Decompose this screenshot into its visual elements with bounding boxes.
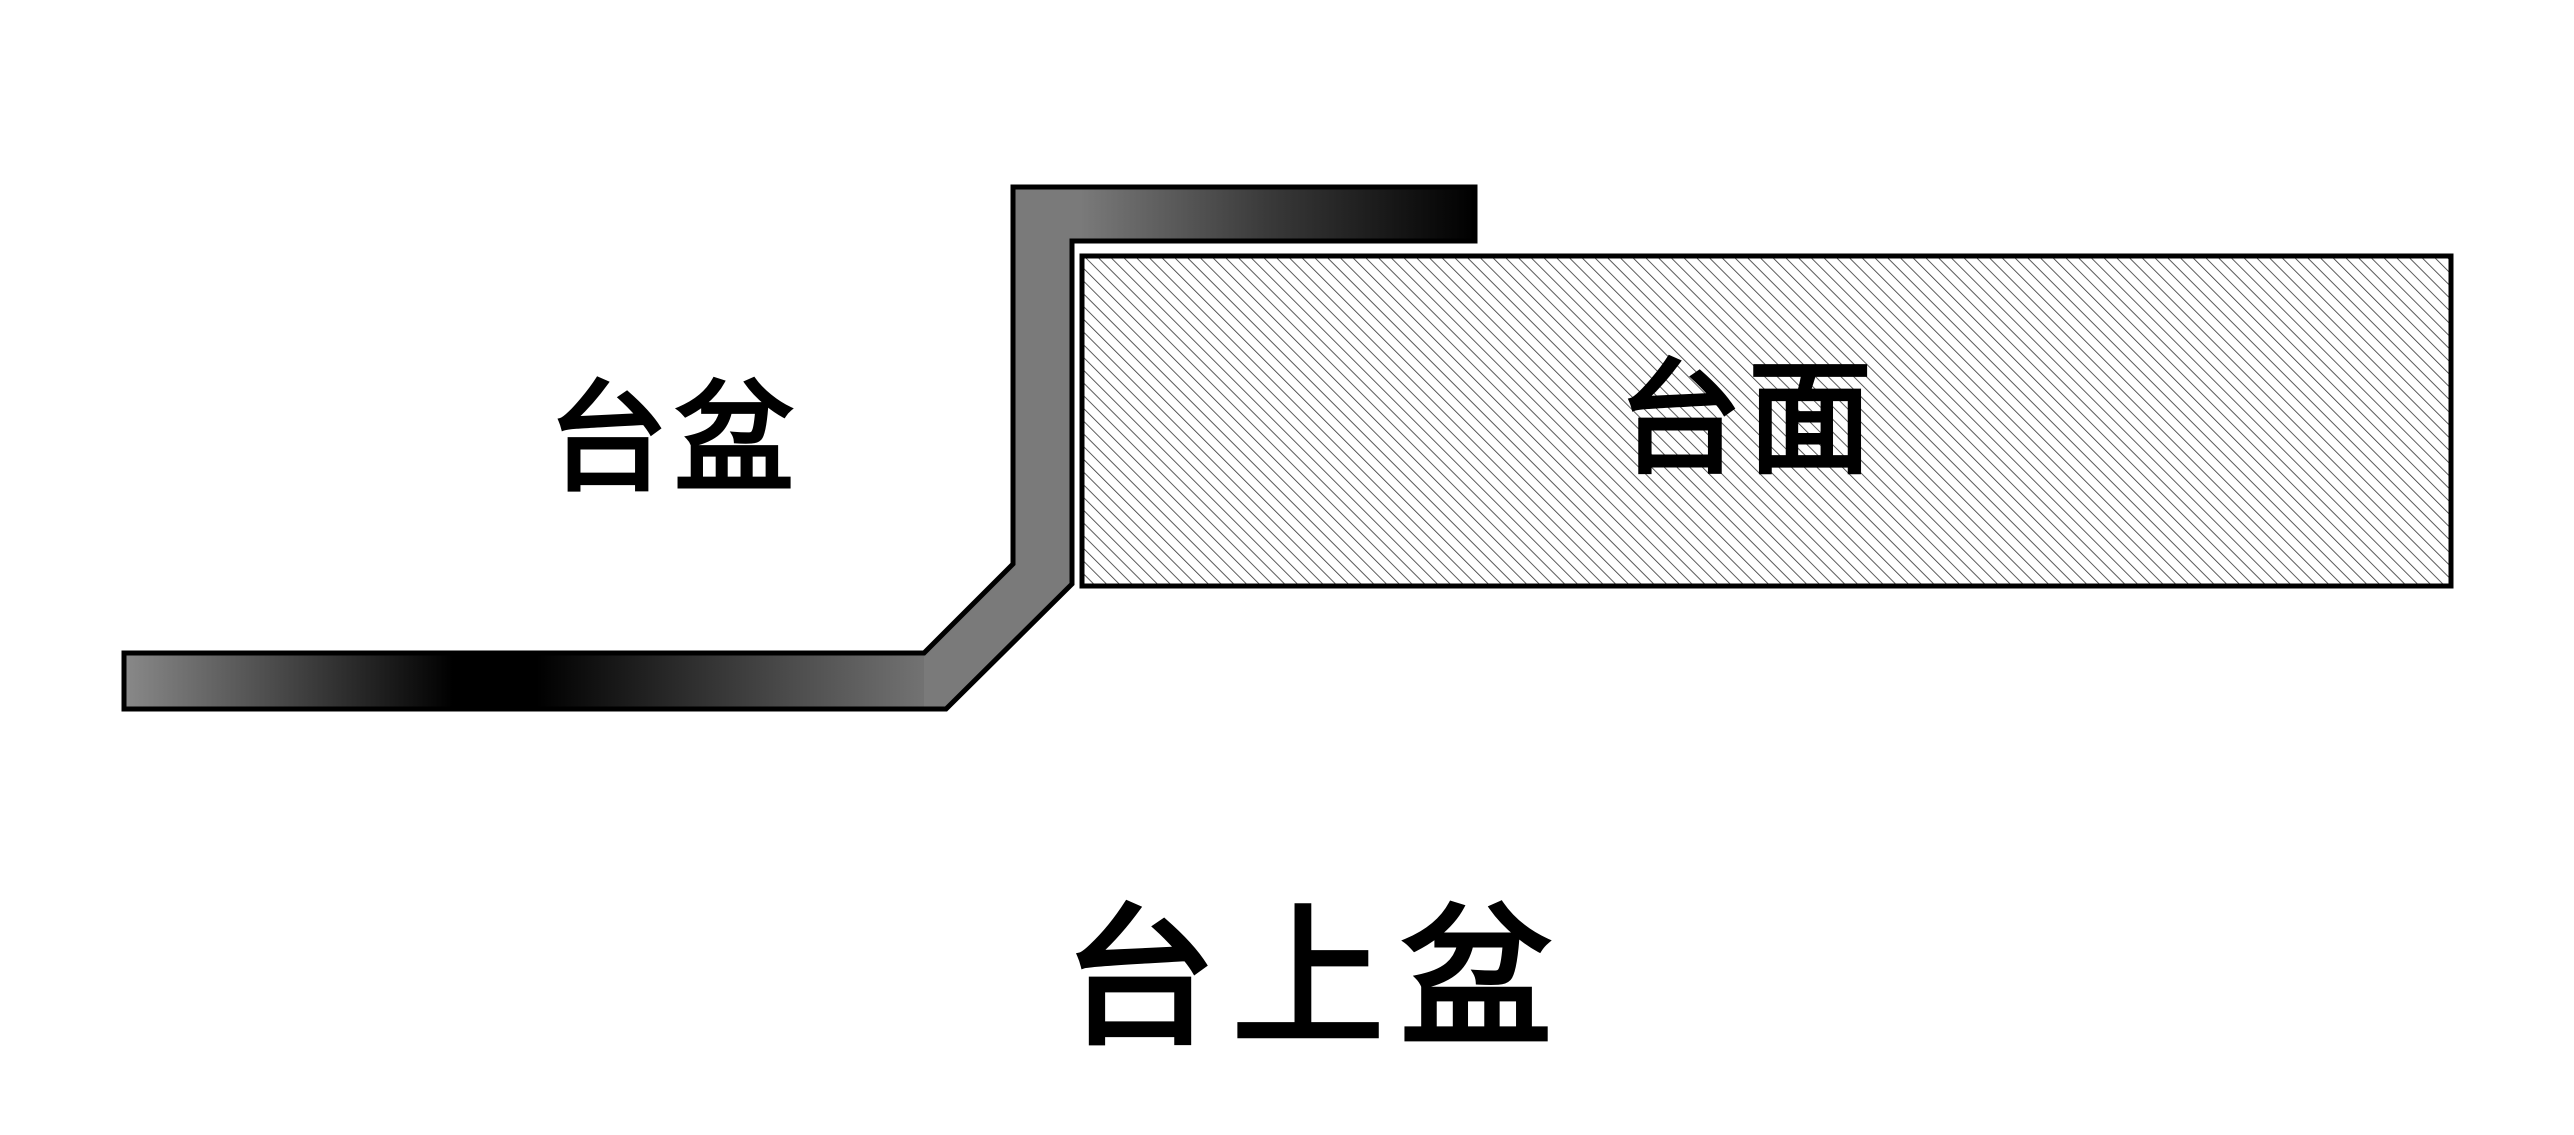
countertop-slab [1079, 253, 2454, 589]
countertop-label: 台面 [1618, 348, 1879, 492]
diagram-title: 台上盆 [1064, 890, 1568, 1067]
basin-bottom-corner [924, 564, 1013, 709]
basin-rim-top [1072, 187, 1475, 241]
basin-bottom [124, 653, 924, 709]
basin-label: 台盆 [548, 370, 800, 509]
basin-outline [121, 184, 1478, 712]
